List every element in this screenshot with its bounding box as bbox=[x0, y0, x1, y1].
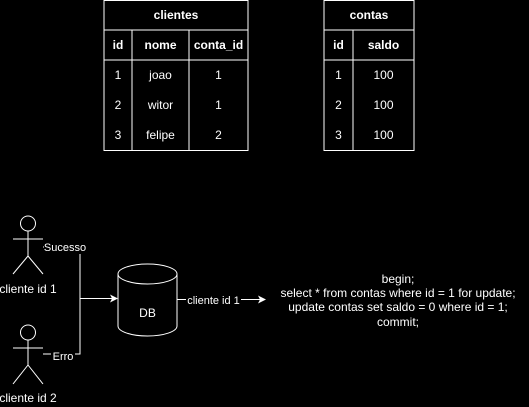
contas-header-id: id bbox=[333, 38, 344, 52]
database-label: DB bbox=[139, 306, 156, 320]
actor-cliente-1: cliente id 1 bbox=[0, 215, 57, 296]
contas-cell-r1-saldo: 100 bbox=[373, 98, 393, 112]
clientes-cell-r2-id: 3 bbox=[115, 128, 122, 142]
edge-sucesso: Sucesso bbox=[43, 240, 88, 299]
contas-cell-r1-id: 2 bbox=[335, 98, 342, 112]
actor-1-figure-icon bbox=[12, 215, 44, 275]
clientes-cell-r0-conta-id: 1 bbox=[215, 68, 222, 82]
clientes-header-id: id bbox=[113, 38, 124, 52]
clientes-cell-r2-conta-id: 2 bbox=[215, 128, 222, 142]
sql-line-begin: begin; bbox=[382, 272, 415, 286]
contas-header-saldo: saldo bbox=[368, 38, 399, 52]
edge-erro: Erro bbox=[43, 298, 81, 363]
clientes-header-nome: nome bbox=[144, 38, 176, 52]
actor-cliente-2: cliente id 2 bbox=[0, 324, 57, 405]
contas-cell-r2-id: 3 bbox=[335, 128, 342, 142]
edge-db-to-query-label: cliente id 1 bbox=[187, 295, 240, 307]
clientes-cell-r0-id: 1 bbox=[115, 68, 122, 82]
contas-cell-r0-saldo: 100 bbox=[373, 68, 393, 82]
contas-cell-r2-saldo: 100 bbox=[373, 128, 393, 142]
clientes-cell-r1-nome: witor bbox=[147, 98, 173, 112]
contas-cell-r0-id: 1 bbox=[335, 68, 342, 82]
actor-2-label: cliente id 2 bbox=[0, 391, 57, 405]
edge-erro-label: Erro bbox=[53, 351, 74, 363]
clientes-cell-r0-nome: joao bbox=[148, 68, 172, 82]
sql-line-commit: commit; bbox=[377, 315, 419, 329]
actor-1-label: cliente id 1 bbox=[0, 282, 57, 296]
contas-table: contas id saldo 1 100 2 100 3 100 bbox=[323, 0, 415, 151]
actor-2-figure-icon bbox=[12, 324, 44, 385]
sql-line-select: select * from contas where id = 1 for up… bbox=[280, 286, 515, 300]
sql-line-update: update contas set saldo = 0 where id = 1… bbox=[288, 300, 507, 314]
clientes-cell-r1-id: 2 bbox=[115, 98, 122, 112]
clientes-cell-r2-nome: felipe bbox=[146, 128, 175, 142]
edge-sucesso-label: Sucesso bbox=[44, 242, 86, 254]
edge-db-to-query: cliente id 1 bbox=[177, 293, 266, 307]
sql-transaction: begin; select * from contas where id = 1… bbox=[280, 272, 515, 329]
clientes-table-title: clientes bbox=[154, 8, 199, 22]
clientes-cell-r1-conta-id: 1 bbox=[215, 98, 222, 112]
clientes-table: clientes id nome conta_id 1 joao 1 2 wit… bbox=[103, 0, 249, 151]
database-icon bbox=[117, 263, 178, 337]
database-cylinder: DB bbox=[117, 263, 178, 337]
contas-table-title: contas bbox=[350, 8, 389, 22]
clientes-header-conta-id: conta_id bbox=[194, 38, 243, 52]
